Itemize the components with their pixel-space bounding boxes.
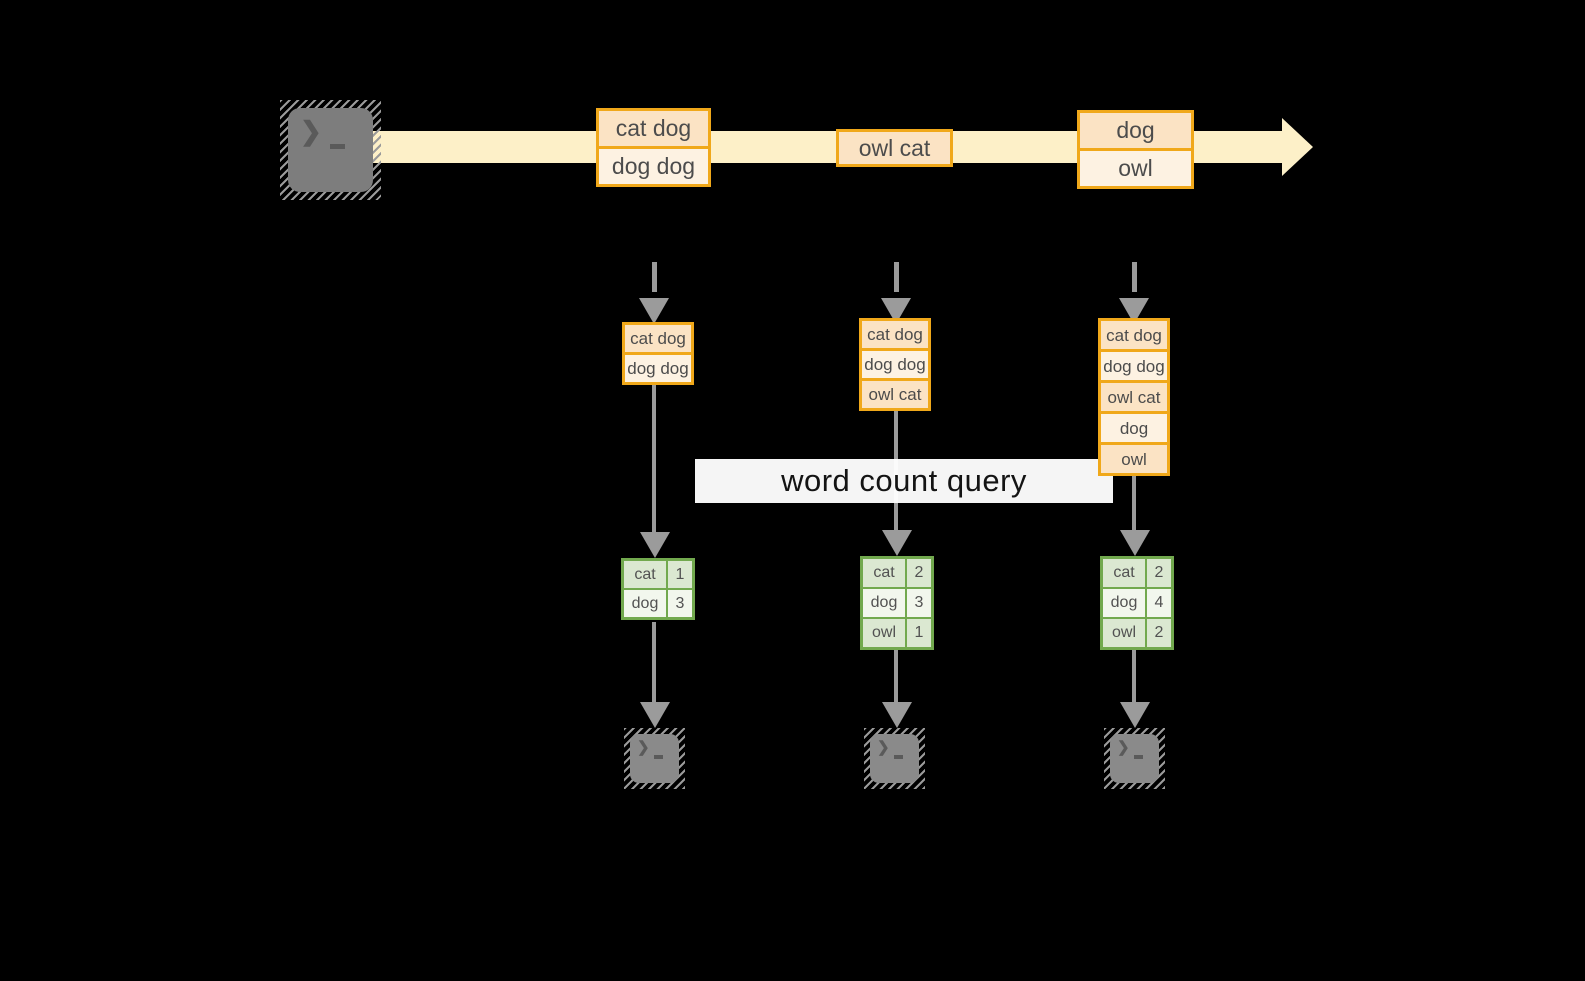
table-cell-count: 1 (907, 619, 931, 647)
table-cell-word: owl (1103, 619, 1145, 647)
terminal-screen: ❯ (1110, 734, 1159, 783)
terminal-prompt-icon: ❯ (1117, 739, 1130, 756)
terminal-cursor-icon (654, 755, 663, 759)
state-line: dog dog (625, 352, 691, 382)
state-line: owl (1101, 442, 1167, 473)
sink-connector-3 (1132, 650, 1136, 702)
terminal-prompt-icon: ❯ (637, 739, 650, 756)
table-cell-count: 1 (668, 561, 692, 588)
event-line: owl (1080, 148, 1191, 186)
table-cell-word: cat (624, 561, 666, 588)
batch-arrow-dash-2 (894, 262, 899, 292)
sink-terminal-icon-2: ❯ (864, 728, 925, 789)
sink-arrowhead-1 (640, 702, 670, 728)
state-line: dog (1101, 411, 1167, 442)
state-line: cat dog (862, 321, 928, 348)
sink-arrowhead-2 (882, 702, 912, 728)
event-line: dog dog (599, 146, 708, 184)
stream-arrowhead-icon (1282, 118, 1313, 176)
table-cell-count: 3 (668, 590, 692, 617)
table-cell-word: owl (863, 619, 905, 647)
event-box-3: dog owl (1077, 110, 1194, 189)
state-buffer-2: cat dog dog dog owl cat (859, 318, 931, 411)
state-line: dog dog (862, 348, 928, 378)
terminal-cursor-icon (894, 755, 903, 759)
terminal-cursor-icon (1134, 755, 1143, 759)
table-cell-word: dog (863, 589, 905, 617)
terminal-cursor-icon (330, 144, 345, 149)
count-table-1: cat 1 dog 3 (621, 558, 695, 620)
terminal-screen: ❯ (870, 734, 919, 783)
event-line: dog (1080, 113, 1191, 148)
table-cell-count: 3 (907, 589, 931, 617)
query-arrowhead-3 (1120, 530, 1150, 556)
count-table-3: cat 2 dog 4 owl 2 (1100, 556, 1174, 650)
query-label: word count query (695, 459, 1113, 503)
batch-arrowhead-1 (639, 298, 669, 324)
sink-connector-1 (652, 622, 656, 702)
table-cell-count: 2 (907, 559, 931, 587)
source-terminal-icon: ❯ (280, 100, 381, 200)
event-box-2: owl cat (836, 129, 953, 167)
terminal-prompt-icon: ❯ (877, 739, 890, 756)
event-line: owl cat (839, 132, 950, 164)
query-arrowhead-1 (640, 532, 670, 558)
table-cell-count: 4 (1147, 589, 1171, 617)
batch-arrow-dash-3 (1132, 262, 1137, 292)
table-cell-word: cat (863, 559, 905, 587)
table-cell-word: dog (1103, 589, 1145, 617)
state-line: owl cat (1101, 380, 1167, 411)
terminal-screen: ❯ (630, 734, 679, 783)
sink-connector-2 (894, 650, 898, 702)
table-cell-count: 2 (1147, 619, 1171, 647)
state-line: dog dog (1101, 349, 1167, 380)
state-line: owl cat (862, 378, 928, 408)
event-line: cat dog (599, 111, 708, 146)
query-connector-3 (1132, 475, 1136, 530)
batch-arrow-dash-1 (652, 262, 657, 292)
event-box-1: cat dog dog dog (596, 108, 711, 187)
sink-terminal-icon-1: ❯ (624, 728, 685, 789)
terminal-screen: ❯ (288, 108, 373, 192)
table-cell-word: dog (624, 590, 666, 617)
state-line: cat dog (1101, 321, 1167, 349)
sink-arrowhead-3 (1120, 702, 1150, 728)
table-cell-word: cat (1103, 559, 1145, 587)
state-line: cat dog (625, 325, 691, 352)
state-buffer-3: cat dog dog dog owl cat dog owl (1098, 318, 1170, 476)
query-connector-1 (652, 385, 656, 532)
count-table-2: cat 2 dog 3 owl 1 (860, 556, 934, 650)
terminal-prompt-icon: ❯ (300, 116, 322, 146)
sink-terminal-icon-3: ❯ (1104, 728, 1165, 789)
state-buffer-1: cat dog dog dog (622, 322, 694, 385)
query-arrowhead-2 (882, 530, 912, 556)
table-cell-count: 2 (1147, 559, 1171, 587)
